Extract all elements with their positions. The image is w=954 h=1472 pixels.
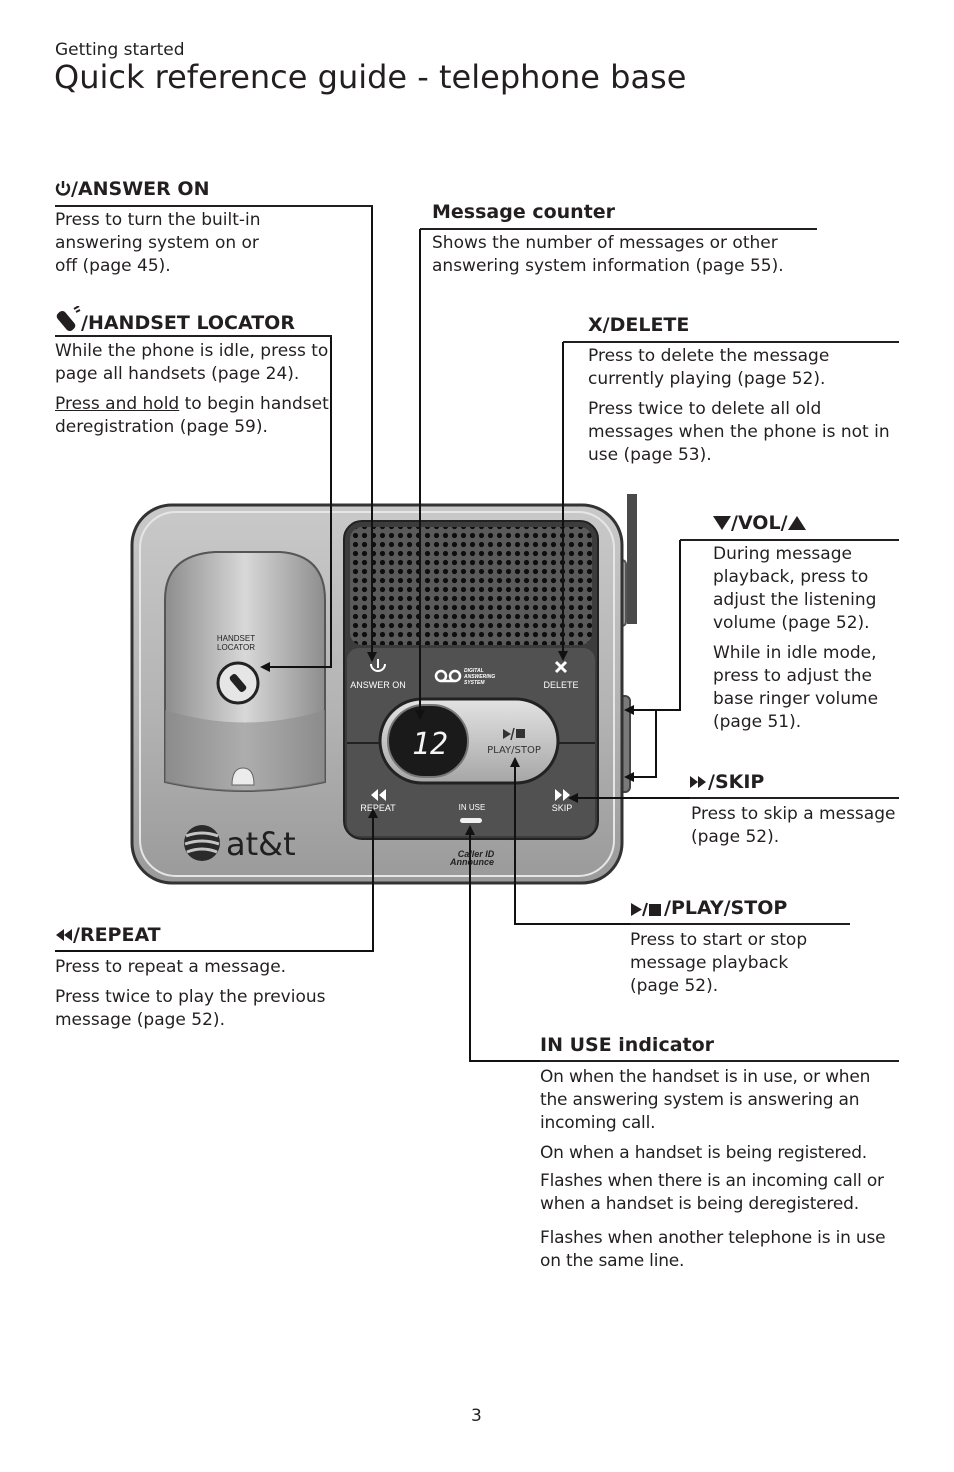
skip-icon [690, 776, 706, 788]
message-counter-rule [420, 228, 817, 230]
answer-on-heading: /ANSWER ON [55, 178, 209, 200]
voicemail-icon [434, 669, 462, 683]
in-use-p4: Flashes when another telephone is in use… [540, 1228, 886, 1271]
repeat-button-icon [371, 789, 386, 801]
skip-rule [690, 797, 899, 799]
in-use-text: On when the handset is in use, or when t… [540, 1066, 900, 1280]
repeat-device-label: REPEAT [360, 803, 396, 813]
handset-icon [56, 305, 81, 332]
volume-down-icon [713, 516, 731, 530]
digital-answering-label: DIGITAL [464, 668, 484, 674]
play-stop-label: /PLAY/STOP [664, 897, 788, 919]
handset-locator-label: /HANDSET LOCATOR [81, 312, 295, 334]
in-use-device-label: IN USE [459, 803, 486, 812]
repeat-text: Press to repeat a message. Press twice t… [55, 956, 345, 1039]
answer-on-rule [55, 205, 373, 207]
delete-p2: Press twice to delete all old messages w… [588, 399, 890, 465]
skip-text: Press to skip a message (page 52). [691, 804, 896, 847]
handset-locator-device-label: LOCATOR [217, 643, 255, 652]
handset-locator-button-icon [229, 673, 247, 693]
delete-p1: Press to delete the message currently pl… [588, 346, 830, 389]
message-counter-label: Message counter [432, 201, 616, 223]
delete-device-label: DELETE [543, 680, 578, 690]
delete-rule [563, 341, 899, 343]
answer-on-label: /ANSWER ON [71, 178, 210, 200]
delete-button-icon [554, 660, 568, 674]
vol-p1: During message playback, press to adjust… [713, 544, 877, 633]
delete-label: X/DELETE [588, 314, 690, 336]
play-stop-heading-icon [631, 902, 661, 917]
delete-text: Press to delete the message currently pl… [588, 345, 900, 474]
in-use-p1: On when the handset is in use, or when t… [540, 1067, 871, 1133]
handset-locator-heading: /HANDSET LOCATOR [55, 305, 295, 334]
repeat-icon [56, 929, 72, 941]
att-globe-logo [184, 825, 220, 861]
volume-up-icon [787, 516, 806, 530]
vol-label: /VOL/ [731, 512, 788, 534]
in-use-rule [540, 1060, 899, 1062]
message-counter-display [387, 704, 469, 778]
in-use-label: IN USE indicator [540, 1034, 715, 1056]
svg-text:SYSTEM: SYSTEM [464, 680, 485, 686]
play-stop-icon [503, 727, 525, 741]
vol-text: During message playback, press to adjust… [713, 543, 899, 741]
play-stop-rule [630, 923, 850, 925]
repeat-label: /REPEAT [73, 924, 161, 946]
caller-id-announce-label: Caller ID [458, 849, 495, 859]
svg-text:Announce: Announce [449, 857, 494, 867]
skip-button-icon [555, 789, 570, 801]
vol-rule [680, 539, 899, 541]
handset-locator-device-label: HANDSET [217, 634, 255, 643]
press-and-hold: Press and hold [55, 394, 180, 414]
repeat-p2: Press twice to play the previous message… [55, 987, 326, 1030]
handset-locator-rule [55, 335, 332, 337]
section-label: Getting started [55, 40, 185, 60]
page-title: Quick reference guide - telephone base [54, 58, 687, 96]
vol-heading: /VOL/ [713, 512, 806, 534]
power-icon [55, 181, 71, 196]
page-number: 3 [471, 1406, 482, 1426]
message-counter-text: Shows the number of messages or other an… [432, 233, 784, 276]
message-counter-digits: 12 [412, 727, 448, 762]
handset-locator-text: While the phone is idle, press to page a… [55, 340, 335, 446]
repeat-heading: /REPEAT [55, 924, 161, 946]
att-brand: at&t [226, 825, 296, 863]
handset-locator-p2: Press and hold to begin handset deregist… [55, 394, 329, 437]
speaker-grille [350, 527, 592, 645]
answer-on-button-icon [370, 659, 386, 672]
answer-on-device-label: ANSWER ON [350, 680, 406, 690]
skip-device-label: SKIP [552, 803, 573, 813]
handset-locator-p1: While the phone is idle, press to page a… [55, 341, 329, 384]
in-use-p3: Flashes when there is an incoming call o… [540, 1171, 884, 1214]
answer-on-text: Press to turn the built-in answering sys… [55, 210, 261, 276]
skip-label: /SKIP [708, 771, 765, 793]
play-stop-heading: /PLAY/STOP [630, 897, 787, 919]
repeat-p1: Press to repeat a message. [55, 957, 287, 977]
play-stop-text: Press to start or stop message playback … [630, 930, 808, 996]
play-stop-device-label: PLAY/STOP [487, 745, 541, 756]
skip-heading: /SKIP [690, 771, 764, 793]
svg-text:ANSWERING: ANSWERING [463, 674, 495, 680]
antenna [627, 494, 637, 624]
vol-p2: While in idle mode, press to adjust the … [713, 643, 879, 732]
leader-lines [55, 206, 690, 1062]
in-use-p2: On when a handset is being registered. [540, 1143, 868, 1163]
in-use-light [460, 818, 482, 823]
